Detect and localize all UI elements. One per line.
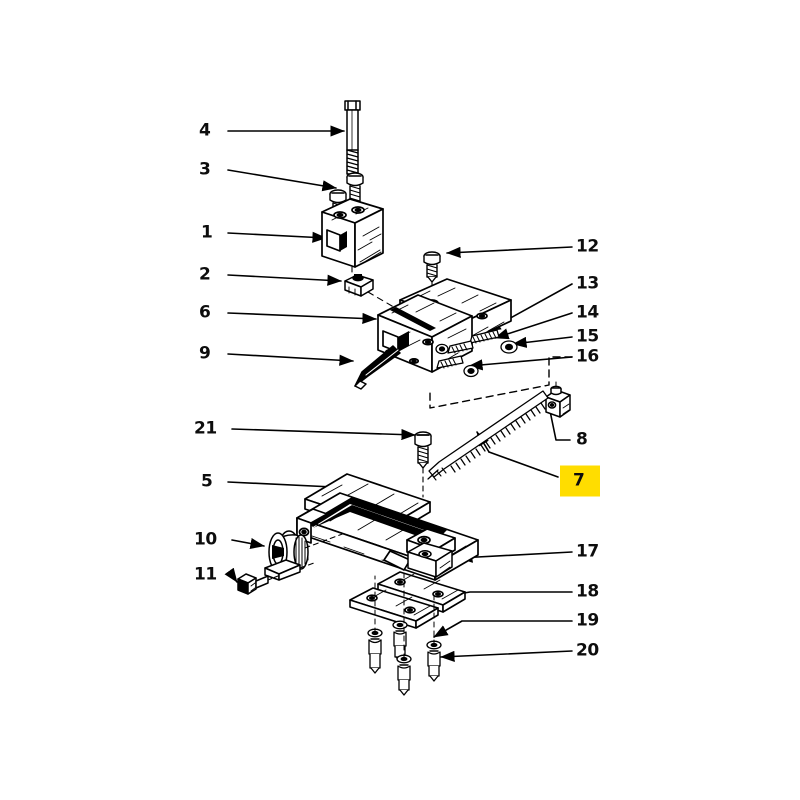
part-16-nut — [463, 364, 479, 378]
callout-3: 3 — [199, 159, 211, 180]
part-11-knob — [237, 573, 269, 595]
part-2-nut — [344, 274, 374, 297]
callout-14: 14 — [576, 302, 599, 323]
part-1-tool-block — [321, 198, 384, 268]
part-17-clamp-block — [407, 542, 453, 578]
callout-7-highlighted: 7 — [560, 465, 600, 497]
callout-1: 1 — [201, 222, 213, 243]
part-20-screw-d — [426, 640, 442, 682]
callout-13: 13 — [576, 273, 599, 294]
part-8-bearing-block — [545, 385, 571, 418]
callout-15: 15 — [576, 326, 599, 347]
part-20-screw-c — [396, 654, 412, 696]
callout-6: 6 — [199, 302, 211, 323]
callout-12: 12 — [576, 236, 599, 257]
part-13-grub-screw — [447, 340, 474, 354]
part-20-screw-a — [367, 628, 383, 674]
callout-19: 19 — [576, 610, 599, 631]
part-6-slide-body — [377, 278, 512, 373]
part-10-handwheel — [264, 530, 309, 581]
leader-lines-left — [224, 125, 416, 583]
callout-4: 4 — [199, 120, 211, 141]
callout-17: 17 — [576, 541, 599, 562]
part-16-grub-screw — [436, 355, 464, 369]
part-7-lead-screw — [427, 390, 549, 481]
callout-2: 2 — [199, 264, 211, 285]
part-14-grub-screw — [469, 329, 500, 344]
part-15-nut — [500, 340, 518, 354]
callout-18: 18 — [576, 581, 599, 602]
callout-21: 21 — [194, 418, 217, 439]
callout-8: 8 — [576, 429, 588, 450]
callout-10: 10 — [194, 529, 217, 550]
callout-11: 11 — [194, 564, 217, 585]
part-21-cap-screw — [414, 431, 432, 469]
callout-5: 5 — [201, 471, 213, 492]
callout-9: 9 — [199, 343, 211, 364]
part-4-cap-screw — [344, 100, 361, 181]
part-12-screw — [423, 251, 441, 283]
part-18-base-plates — [349, 571, 466, 629]
callout-20: 20 — [576, 640, 599, 661]
part-13-nut — [435, 343, 449, 355]
leader-lines-right — [423, 246, 573, 662]
callout-16: 16 — [576, 346, 599, 367]
part-9-gib-strip — [354, 345, 401, 390]
